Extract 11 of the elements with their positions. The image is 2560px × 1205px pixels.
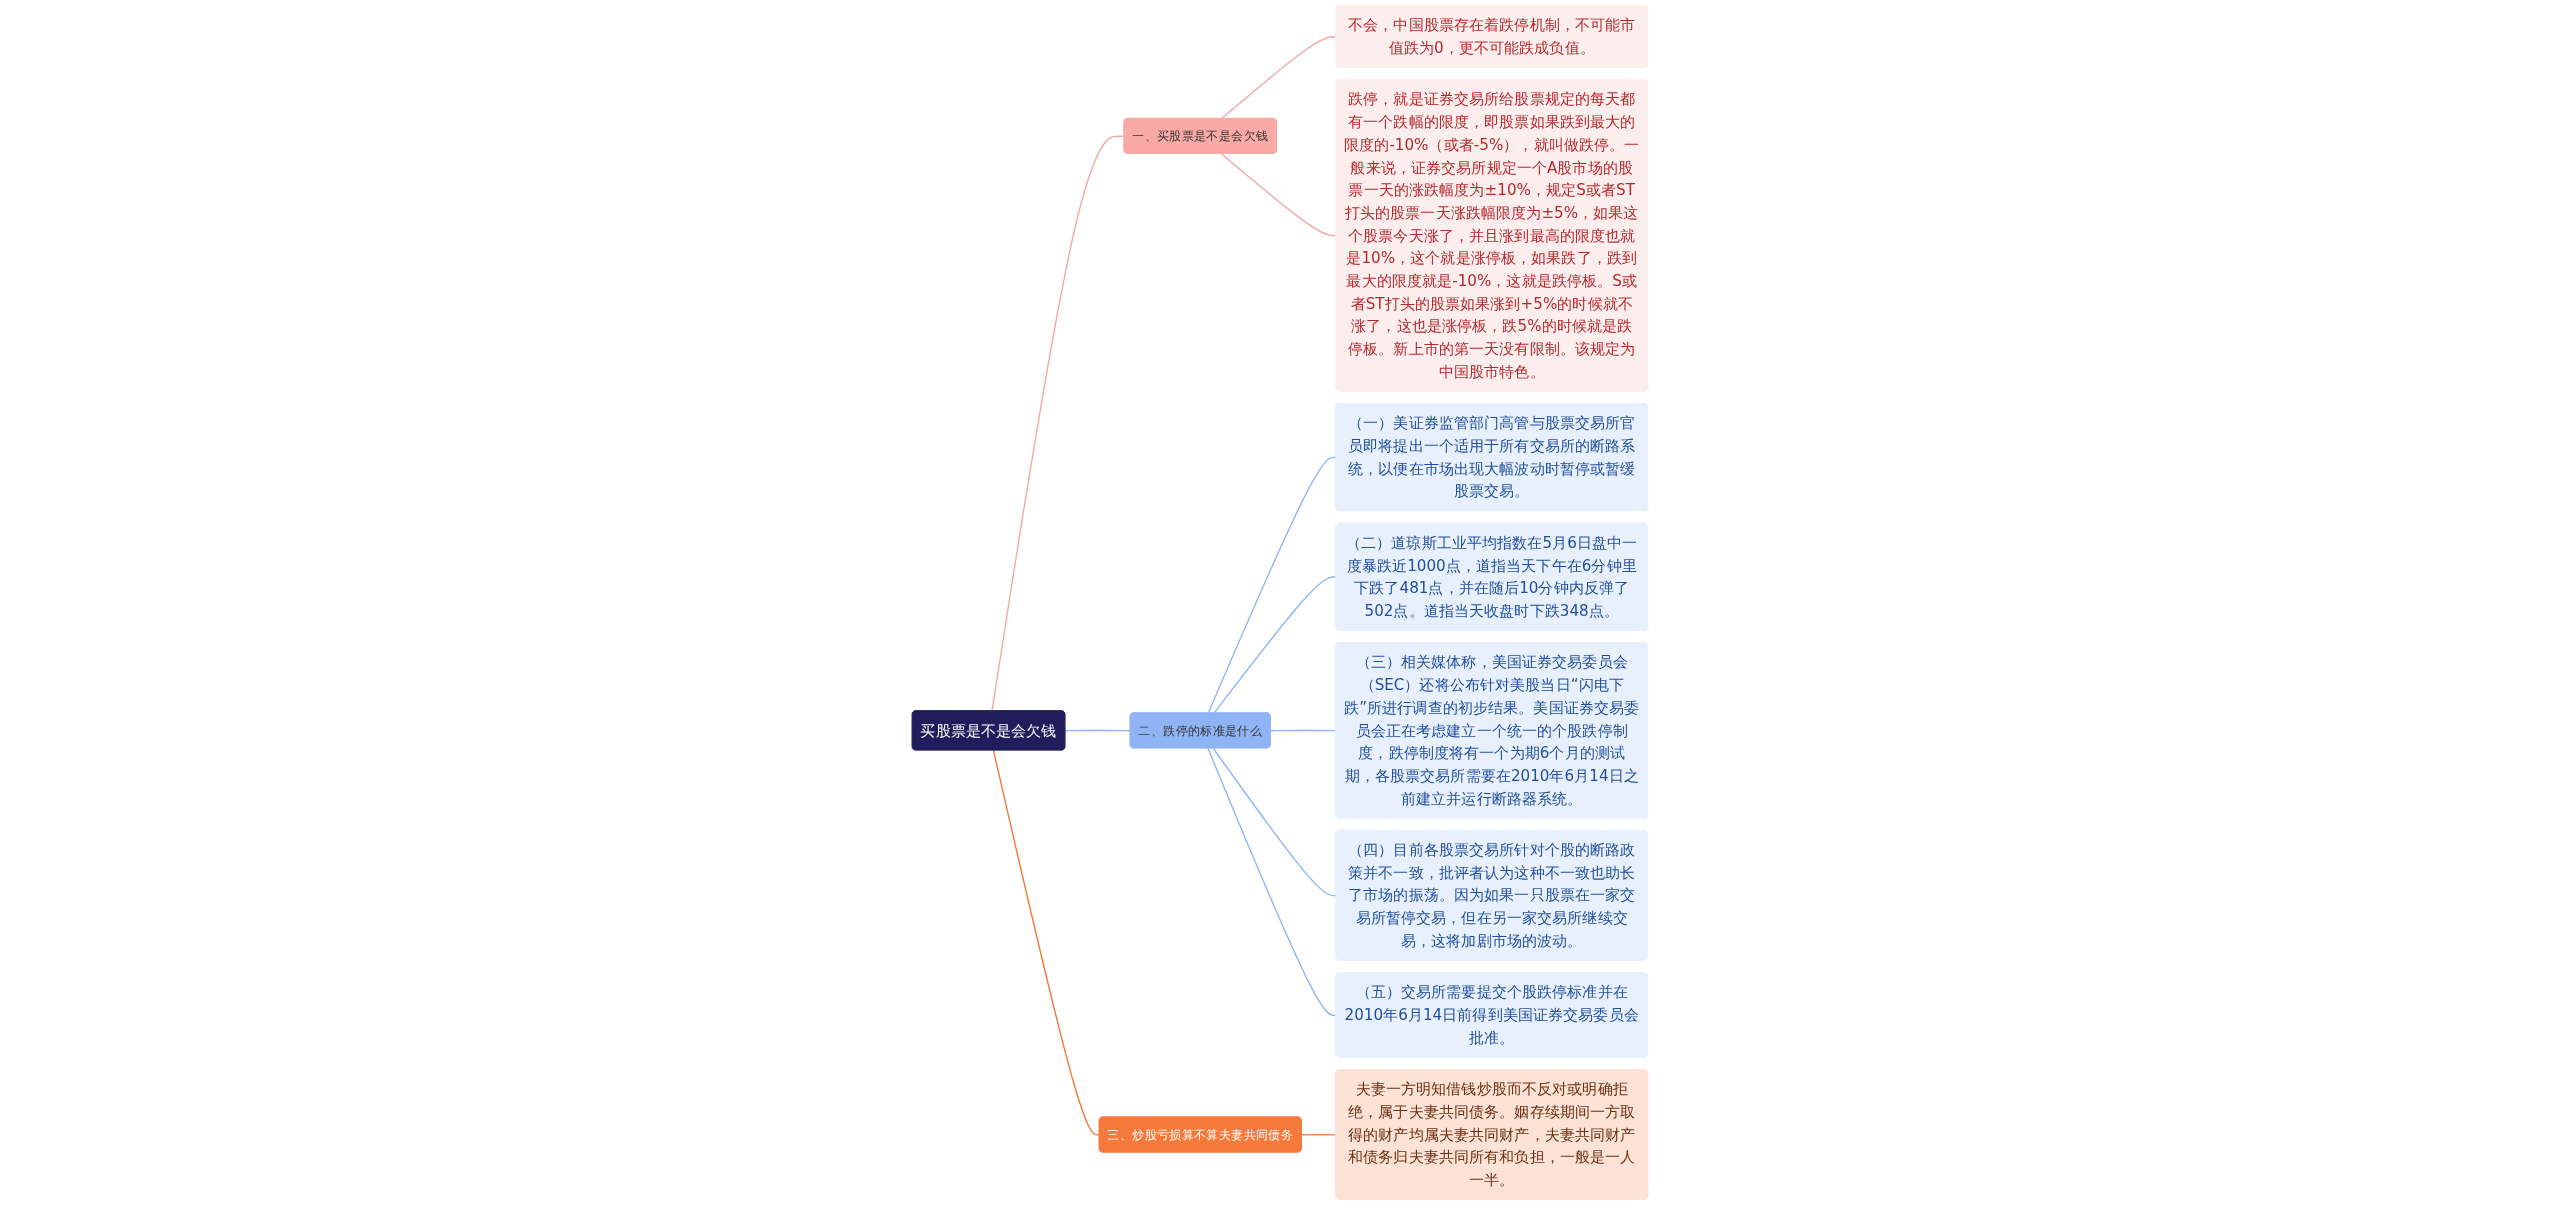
connector — [1207, 456, 1337, 714]
connector — [1207, 747, 1337, 1016]
connector — [1213, 576, 1337, 714]
connector — [1300, 1133, 1337, 1136]
connector — [1220, 36, 1337, 120]
connector — [991, 135, 1125, 712]
connector — [1064, 729, 1132, 732]
connector — [1212, 747, 1337, 897]
connector — [1220, 153, 1337, 237]
connector — [992, 749, 1101, 1136]
connector — [1270, 729, 1337, 732]
